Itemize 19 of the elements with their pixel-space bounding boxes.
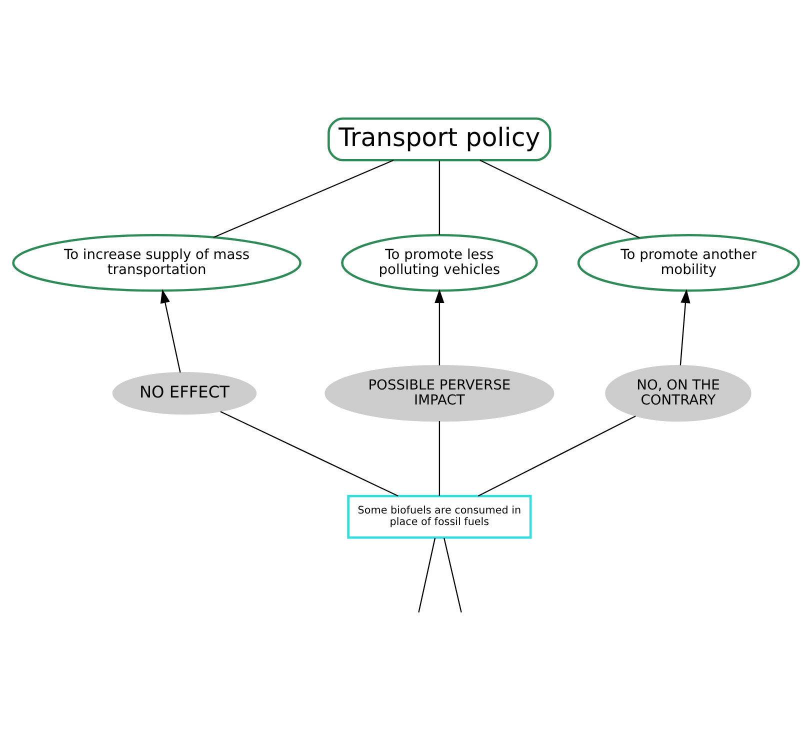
node-box: Transport policy [328, 116, 552, 161]
connector [438, 160, 440, 234]
connector [444, 537, 462, 612]
connector [480, 159, 640, 238]
connector [418, 537, 436, 612]
node-ellipse: To promote another mobility [577, 233, 800, 292]
arrow [680, 288, 690, 365]
arrow [434, 288, 444, 365]
arrow [160, 288, 181, 372]
node-ellipse: To promote less polluting vehicles [341, 233, 538, 292]
node-box: Some biofuels are consumed in place of fossil fuels [347, 494, 532, 538]
connector [438, 420, 440, 496]
node-ellipse: To increase supply of mass transportation [12, 233, 302, 292]
connector [478, 415, 636, 496]
node-ellipse: POSSIBLE PERVERSE IMPACT [324, 364, 554, 422]
connector [220, 410, 398, 496]
connector [213, 159, 394, 238]
node-ellipse: NO EFFECT [112, 371, 257, 414]
node-ellipse: NO, ON THE CONTRARY [605, 364, 752, 422]
